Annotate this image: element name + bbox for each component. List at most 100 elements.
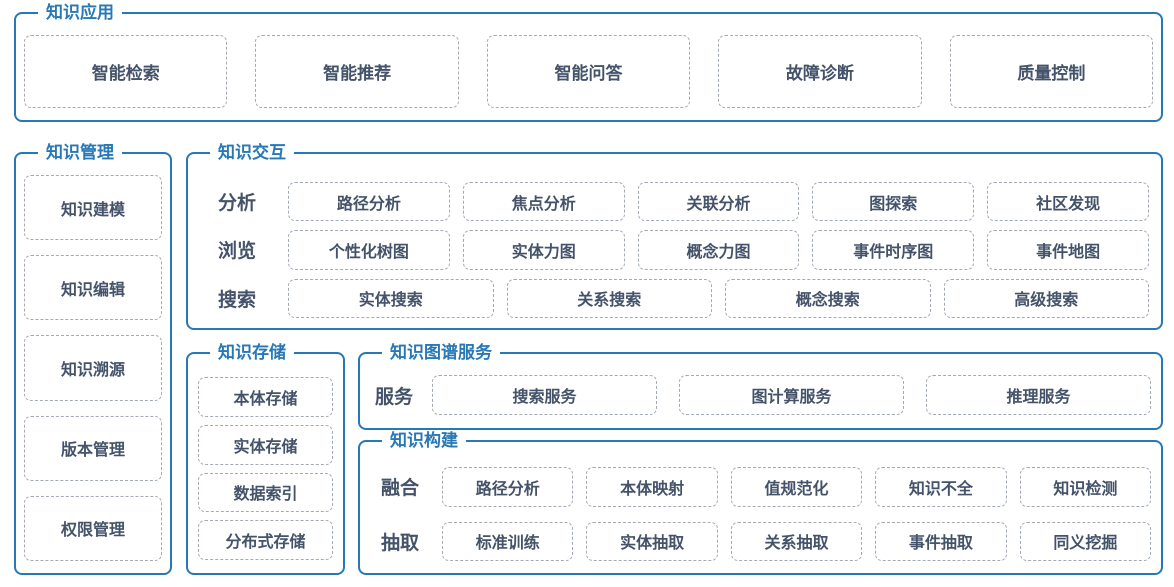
item-box-label: 图计算服务	[751, 389, 832, 406]
section-title-knowledge-management: 知识管理	[38, 143, 122, 164]
item-box[interactable]: 实体搜索	[288, 278, 494, 318]
category-row-label: 服务	[375, 386, 414, 408]
item-box-label: 关系抽取	[764, 535, 829, 553]
item-box[interactable]: 数据索引	[198, 472, 333, 513]
item-box[interactable]: 同义挖掘	[1019, 521, 1152, 561]
item-box-label: 实体搜索	[358, 292, 423, 310]
item-box[interactable]: 知识编辑	[24, 255, 162, 321]
category-row-label: 浏览	[218, 241, 257, 263]
item-box[interactable]: 图探索	[812, 182, 975, 222]
item-box-label: 图探索	[869, 195, 918, 213]
item-box-label: 值规范化	[764, 480, 829, 498]
item-box-label: 关联分析	[686, 195, 751, 213]
item-box-label: 事件时序图	[853, 243, 934, 261]
item-box[interactable]: 权限管理	[24, 495, 162, 562]
item-box-label: 实体存储	[233, 438, 298, 456]
category-row-boxes: 实体搜索 关系搜索 概念搜索 高级搜索	[288, 278, 1149, 318]
section-knowledge-storage: 知识存储 本体存储实体存储数据索引分布式存储	[186, 343, 345, 575]
category-row-boxes: 路径分析 本体映射 值规范化 知识不全 知识检测	[442, 467, 1152, 507]
category-row: 分析 路径分析 焦点分析 关联分析 图探索 社区发现	[188, 182, 1149, 222]
item-box[interactable]: 质量控制	[949, 35, 1154, 108]
item-box-label: 搜索服务	[512, 389, 577, 406]
item-box[interactable]: 知识检测	[1019, 467, 1152, 507]
storage-items: 本体存储实体存储数据索引分布式存储	[198, 377, 333, 560]
category-row-boxes: 路径分析 焦点分析 关联分析 图探索 社区发现	[288, 182, 1149, 222]
category-row-label: 融合	[381, 478, 420, 500]
item-box-label: 实体力图	[511, 243, 576, 261]
item-box-label: 知识不全	[908, 480, 973, 498]
item-box[interactable]: 本体存储	[198, 377, 333, 417]
item-box[interactable]: 概念搜索	[725, 278, 931, 318]
item-box[interactable]: 事件抽取	[875, 521, 1007, 561]
item-box-label: 概念力图	[686, 243, 751, 261]
item-box[interactable]: 值规范化	[730, 467, 863, 507]
item-box[interactable]: 智能问答	[486, 35, 691, 108]
item-box[interactable]: 实体存储	[198, 424, 333, 465]
section-title-knowledge-graph-service: 知识图谱服务	[382, 343, 500, 364]
item-box[interactable]: 路径分析	[442, 467, 574, 507]
item-box[interactable]: 关系搜索	[506, 278, 712, 318]
item-box[interactable]: 实体力图	[462, 230, 625, 270]
section-title-knowledge-interaction: 知识交互	[210, 143, 294, 164]
item-box-label: 路径分析	[336, 195, 401, 213]
item-box[interactable]: 智能检索	[24, 35, 228, 108]
item-box[interactable]: 高级搜索	[943, 278, 1149, 318]
section-knowledge-graph-service: 知识图谱服务 服务 搜索服务 图计算服务 推理服务	[358, 343, 1163, 430]
item-box[interactable]: 搜索服务	[432, 375, 657, 415]
item-box-label: 故障诊断	[785, 64, 854, 83]
item-box[interactable]: 分布式存储	[198, 520, 333, 560]
item-box-label: 本体存储	[233, 390, 298, 408]
item-box[interactable]: 知识建模	[24, 175, 162, 241]
item-box[interactable]: 知识溯源	[24, 335, 162, 401]
category-row: 融合 路径分析 本体映射 值规范化 知识不全 知识检测	[360, 467, 1152, 507]
item-box-label: 路径分析	[475, 480, 540, 498]
item-box-label: 标准训练	[475, 535, 540, 553]
item-box-label: 焦点分析	[511, 195, 576, 213]
item-box-label: 版本管理	[60, 442, 125, 460]
item-box[interactable]: 故障诊断	[718, 35, 922, 108]
management-items: 知识建模知识编辑知识溯源版本管理权限管理	[24, 175, 162, 562]
category-row-boxes: 个性化树图 实体力图 概念力图 事件时序图 事件地图	[288, 230, 1149, 270]
item-box[interactable]: 概念力图	[637, 230, 800, 270]
item-box[interactable]: 实体抽取	[586, 521, 718, 561]
category-row: 搜索实体搜索关系搜索概念搜索高级搜索	[188, 278, 1149, 318]
item-box[interactable]: 路径分析	[288, 182, 450, 222]
category-row-label: 抽取	[381, 532, 420, 554]
item-box[interactable]: 版本管理	[24, 415, 162, 481]
item-box[interactable]: 事件时序图	[812, 230, 975, 270]
section-title-knowledge-storage: 知识存储	[210, 343, 294, 364]
item-box-label: 概念搜索	[795, 292, 860, 310]
item-box-label: 质量控制	[1017, 64, 1086, 83]
item-box[interactable]: 焦点分析	[462, 182, 625, 222]
item-box[interactable]: 推理服务	[926, 375, 1151, 415]
section-knowledge-interaction: 知识交互 分析 路径分析 焦点分析 关联分析 图探索 社区发现浏览 个性化树图 实体力图 概念力…	[186, 143, 1163, 330]
item-box[interactable]: 知识不全	[875, 467, 1007, 507]
item-box-label: 分布式存储	[225, 534, 306, 552]
item-box-label: 事件抽取	[908, 535, 973, 553]
item-box[interactable]: 事件地图	[987, 230, 1149, 270]
item-box-label: 推理服务	[1006, 389, 1071, 406]
item-box-label: 权限管理	[60, 522, 125, 540]
item-box-label: 知识溯源	[60, 362, 125, 379]
item-box-label: 知识编辑	[60, 281, 125, 299]
item-box[interactable]: 关系抽取	[730, 521, 863, 561]
item-box-label: 关系搜索	[577, 292, 642, 310]
item-box-label: 智能检索	[91, 64, 160, 83]
item-box-label: 智能推荐	[323, 64, 392, 83]
item-box-label: 同义挖掘	[1053, 535, 1118, 553]
item-box[interactable]: 标准训练	[442, 521, 574, 561]
item-box[interactable]: 智能推荐	[255, 35, 459, 108]
item-box[interactable]: 关联分析	[637, 182, 800, 222]
item-box[interactable]: 本体映射	[586, 467, 718, 507]
category-row: 服务 搜索服务 图计算服务 推理服务	[360, 375, 1151, 415]
category-row-label: 分析	[218, 193, 257, 215]
item-box[interactable]: 社区发现	[987, 182, 1149, 222]
item-box[interactable]: 图计算服务	[679, 375, 904, 415]
section-title-knowledge-application: 知识应用	[38, 3, 122, 24]
item-box-label: 数据索引	[233, 486, 298, 504]
section-knowledge-application: 知识应用 智能检索 智能推荐 智能问答 故障诊断 质量控制	[14, 3, 1163, 122]
item-box[interactable]: 个性化树图	[288, 230, 450, 270]
item-box-label: 实体抽取	[620, 535, 685, 553]
category-row-boxes: 标准训练 实体抽取 关系抽取 事件抽取 同义挖掘	[442, 521, 1152, 561]
